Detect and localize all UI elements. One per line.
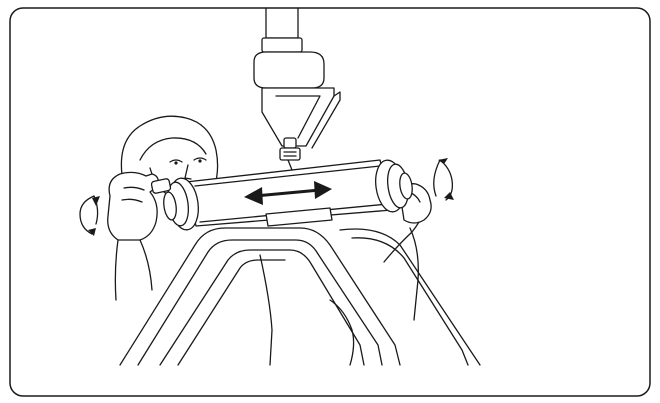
- rotation-arrow-icon-right: [433, 158, 454, 201]
- double-headed-arrow-icon: [244, 181, 332, 205]
- rotation-arrow-icon: [79, 195, 100, 236]
- ceiling-mount-bracket-icon: [253, 7, 341, 161]
- roller-tube-icon: [150, 159, 413, 231]
- figure-border: [9, 7, 651, 397]
- support-frame-icon: [119, 227, 481, 366]
